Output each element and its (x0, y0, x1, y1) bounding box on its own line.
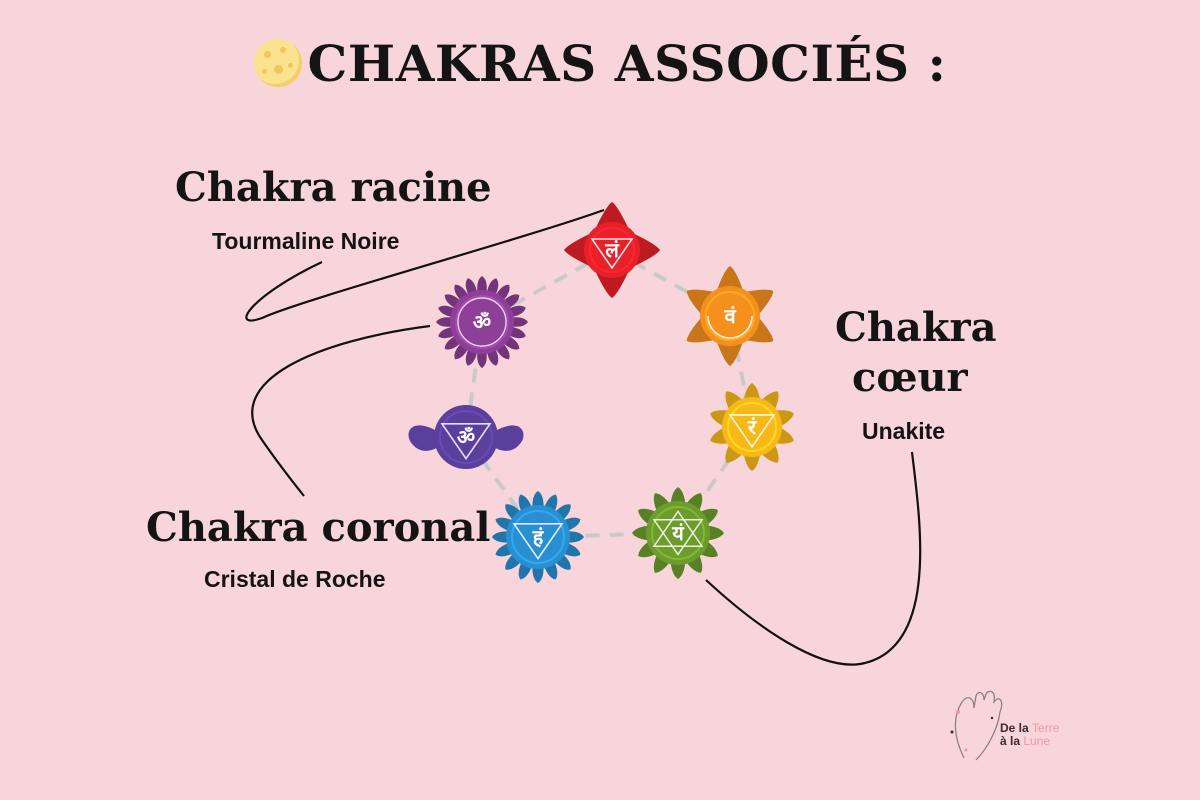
chakra-2-symbol: वं (723, 304, 736, 328)
connector-coeur (705, 451, 922, 666)
chakra-1-icon: लं (564, 202, 660, 298)
chakra-1-symbol: लं (604, 238, 620, 262)
brand-name: De la Terre à la Lune (1000, 721, 1060, 748)
label-coeur-name-1: Chakra (835, 304, 997, 351)
chakra-6-icon: ॐ (408, 405, 524, 469)
chakra-4-symbol: यं (671, 521, 685, 545)
chakra-7-icon: ॐ (436, 276, 528, 368)
chakra-4-icon: यं (632, 487, 724, 579)
label-racine-name: Chakra racine (175, 164, 492, 211)
title-text: CHAKRAS ASSOCIÉS : (307, 34, 947, 93)
hand-icon (950, 690, 1003, 761)
chakra-5-symbol: हं (532, 525, 545, 549)
chakra-5-icon: हं (492, 491, 584, 583)
label-coeur-stone: Unakite (862, 418, 946, 444)
chakra-7-symbol: ॐ (473, 310, 491, 334)
chakra-2-icon: वं (686, 266, 774, 366)
connector-racine (245, 208, 605, 322)
chakra-3-symbol: रं (747, 415, 757, 439)
chakra-3-icon: रं (710, 383, 794, 471)
connector-coronal (251, 324, 431, 497)
page-title: CHAKRAS ASSOCIÉS : (0, 34, 1200, 93)
label-coronal-name: Chakra coronal (146, 504, 491, 551)
chakra-6-symbol: ॐ (457, 425, 475, 449)
label-coeur-name-2: cœur (852, 354, 968, 401)
moon-icon (253, 39, 302, 87)
label-racine-stone: Tourmaline Noire (212, 228, 400, 254)
label-coronal-stone: Cristal de Roche (204, 566, 386, 592)
brand-logo: De la Terre à la Lune (944, 688, 1064, 768)
